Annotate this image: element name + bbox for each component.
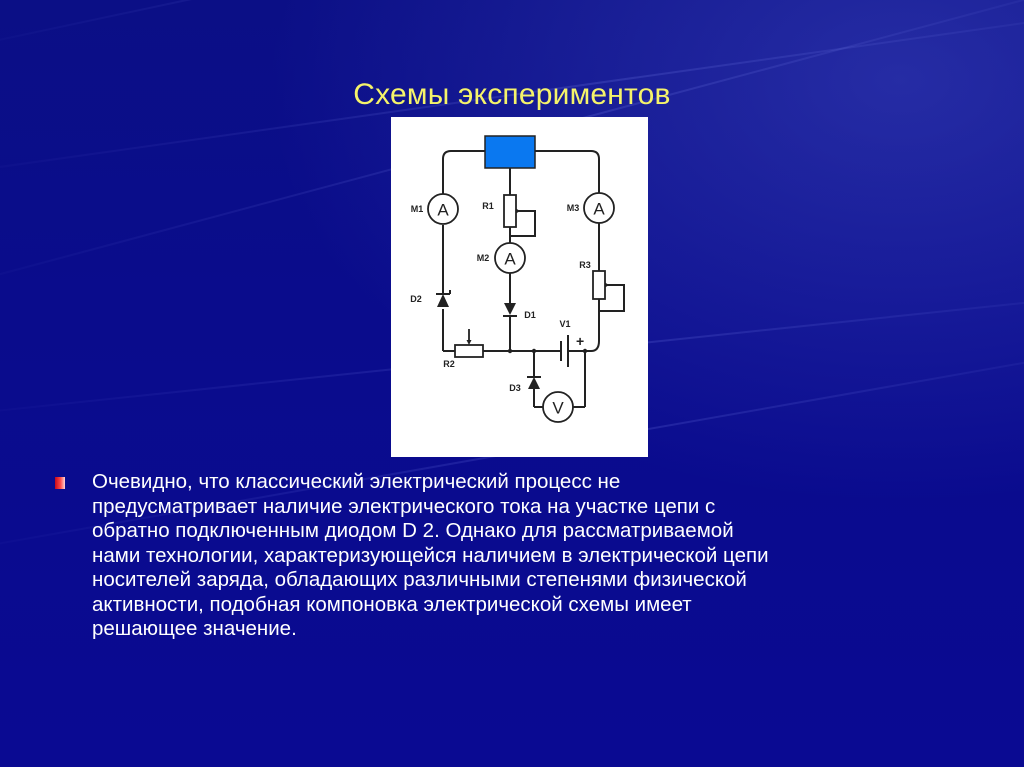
diode-d2: D2 [410,290,451,307]
bullet-text: Очевидно, что классический электрический… [92,470,769,640]
circuit-diagram: A M1 A M2 A M3 R1 R3 [391,117,648,457]
svg-text:M2: M2 [477,253,490,263]
svg-text:V: V [552,399,564,418]
ammeter-m3: A M3 [567,192,615,224]
svg-text:A: A [593,200,605,219]
svg-text:D3: D3 [509,383,521,393]
ammeter-m2: A M2 [477,242,526,274]
svg-text:D1: D1 [524,310,536,320]
circuit-svg: A M1 A M2 A M3 R1 R3 [410,135,625,423]
svg-text:R2: R2 [443,359,455,369]
battery-v1: V1 + [559,319,584,367]
resistor-r1: R1 [482,194,520,228]
resistor-r3: R3 [579,260,609,300]
power-source-block [484,135,536,169]
svg-text:V1: V1 [559,319,570,329]
svg-text:R1: R1 [482,201,494,211]
bullet-square-icon [55,477,65,489]
svg-text:M1: M1 [411,204,424,214]
junction-dots [507,348,588,354]
resistor-r2: R2 [443,329,484,369]
ammeter-m1: A M1 [411,193,459,225]
svg-text:+: + [576,333,584,349]
svg-text:A: A [504,250,516,269]
slide-title: Схемы экспериментов [353,78,671,111]
voltmeter: V [542,391,574,423]
svg-text:M3: M3 [567,203,580,213]
svg-text:D2: D2 [410,294,422,304]
svg-text:A: A [437,201,449,220]
diode-d1: D1 [503,303,536,320]
svg-text:R3: R3 [579,260,591,270]
diode-d3: D3 [509,376,541,393]
